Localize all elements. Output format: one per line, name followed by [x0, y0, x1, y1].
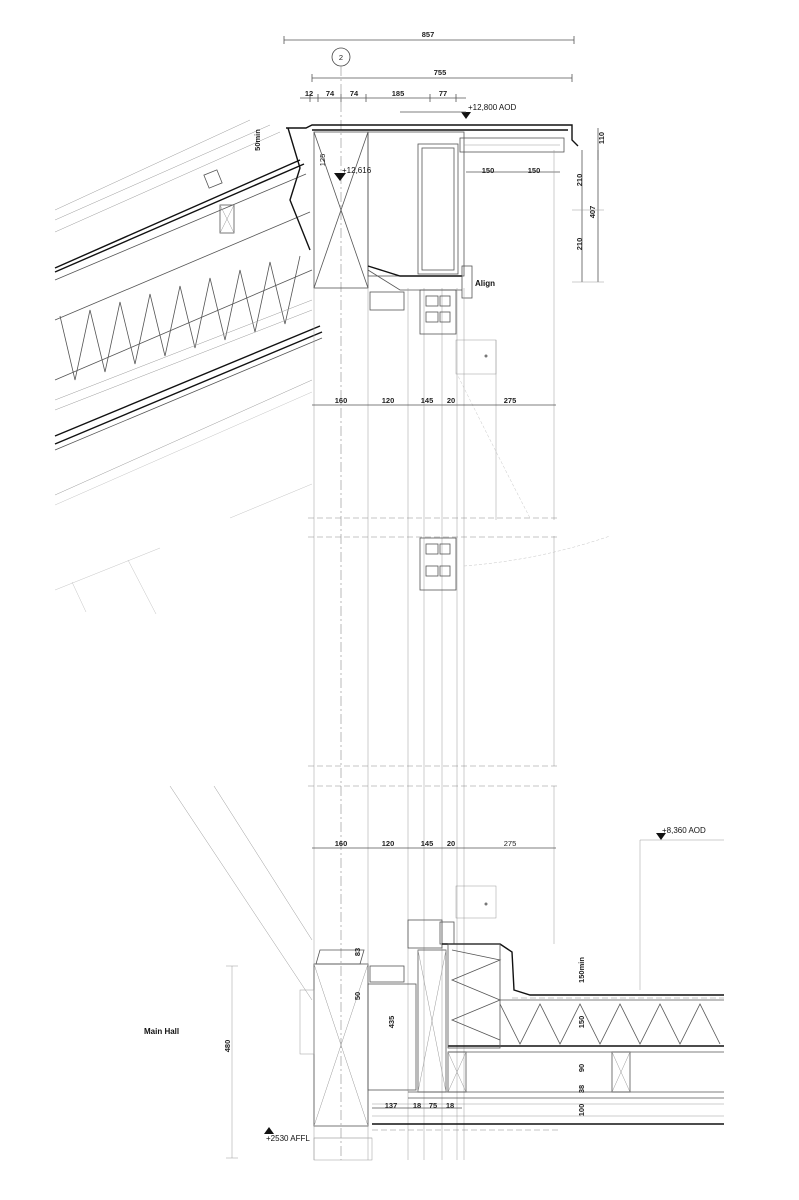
dim-110: 110: [597, 132, 606, 144]
dim-74a: 74: [326, 89, 335, 98]
dim-185: 185: [392, 89, 405, 98]
dim-407: 407: [588, 206, 597, 219]
dim-18a: 18: [413, 1101, 421, 1110]
wall-layers: [313, 150, 555, 1160]
wall-dim-lower-120: 120: [382, 839, 395, 848]
wall-dim-upper-275: 275: [504, 396, 517, 405]
window-frame-lower: [407, 885, 497, 949]
dim-150: 150: [577, 1016, 586, 1029]
pitched-roof: [54, 119, 323, 519]
dim-137: 137: [385, 1101, 398, 1110]
roof-level-marker: [400, 111, 471, 119]
ceiling-line-b: [71, 581, 87, 613]
dim-755: 755: [434, 68, 447, 77]
dim-18b: 18: [446, 1101, 454, 1110]
flat-roof-level-label: +8,360 AOD: [662, 826, 706, 835]
dim-480: 480: [223, 1040, 232, 1053]
ridge-level-marker: [334, 173, 346, 181]
dim-857: 857: [422, 30, 435, 39]
wall-dim-lower-275: 275: [504, 839, 517, 848]
dim-150b: 150: [528, 166, 541, 175]
window-frame-upper: [419, 289, 497, 375]
dim-210b: 210: [575, 238, 584, 251]
ceiling-line-c: [127, 559, 157, 615]
flat-roof-level-marker: [639, 833, 724, 990]
dim-150a: 150: [482, 166, 495, 175]
dim-125: 125: [318, 154, 327, 167]
ridge-level-label: +12,616: [342, 166, 372, 175]
swing-arc-mid: [463, 535, 611, 567]
wall-dim-lower-160: 160: [335, 839, 348, 848]
main-hall-label: Main Hall: [144, 1027, 179, 1036]
wall-dim-lower-145: 145: [421, 839, 434, 848]
dim-100: 100: [577, 1104, 586, 1117]
dim-150min: 150min: [577, 957, 586, 983]
wall-dim-upper-160: 160: [335, 396, 348, 405]
dim-74b: 74: [350, 89, 359, 98]
dim-83: 83: [353, 948, 362, 956]
flat-roof-buildup: [372, 943, 724, 1131]
dim-38: 38: [577, 1085, 586, 1093]
top-dimension-lines: [283, 36, 575, 102]
roof-level-label: +12,800 AOD: [468, 103, 516, 112]
wall-dim-lower-20: 20: [447, 839, 455, 848]
dim-12: 12: [305, 89, 313, 98]
dim-77: 77: [439, 89, 447, 98]
align-label: Align: [475, 279, 495, 288]
dim-50min: 50min: [253, 129, 262, 151]
grid-marker: 2: [331, 47, 351, 67]
dim-75: 75: [429, 1101, 437, 1110]
window-frame-mid: [419, 537, 457, 591]
lower-wall-block: [299, 949, 447, 1161]
floor-level-label: +2530 AFFL: [266, 1134, 310, 1143]
lower-diagonals: [169, 785, 313, 1159]
dim-210a: 210: [575, 174, 584, 187]
break-lines: [308, 517, 560, 787]
dim-90: 90: [577, 1064, 586, 1072]
dim-435: 435: [387, 1016, 396, 1029]
wall-dim-upper-120: 120: [382, 396, 395, 405]
swing-arc-upper: [455, 371, 531, 519]
align-marker: [461, 265, 473, 299]
right-dimension-lines: [466, 128, 604, 283]
wall-dim-upper-20: 20: [447, 396, 455, 405]
wall-dim-upper-145: 145: [421, 396, 434, 405]
dim-50: 50: [353, 992, 362, 1000]
roof-parapet: [286, 124, 579, 311]
ceiling-line-a: [54, 547, 161, 591]
floor-level-marker: [264, 1127, 274, 1134]
grid-marker-label: 2: [339, 53, 343, 62]
